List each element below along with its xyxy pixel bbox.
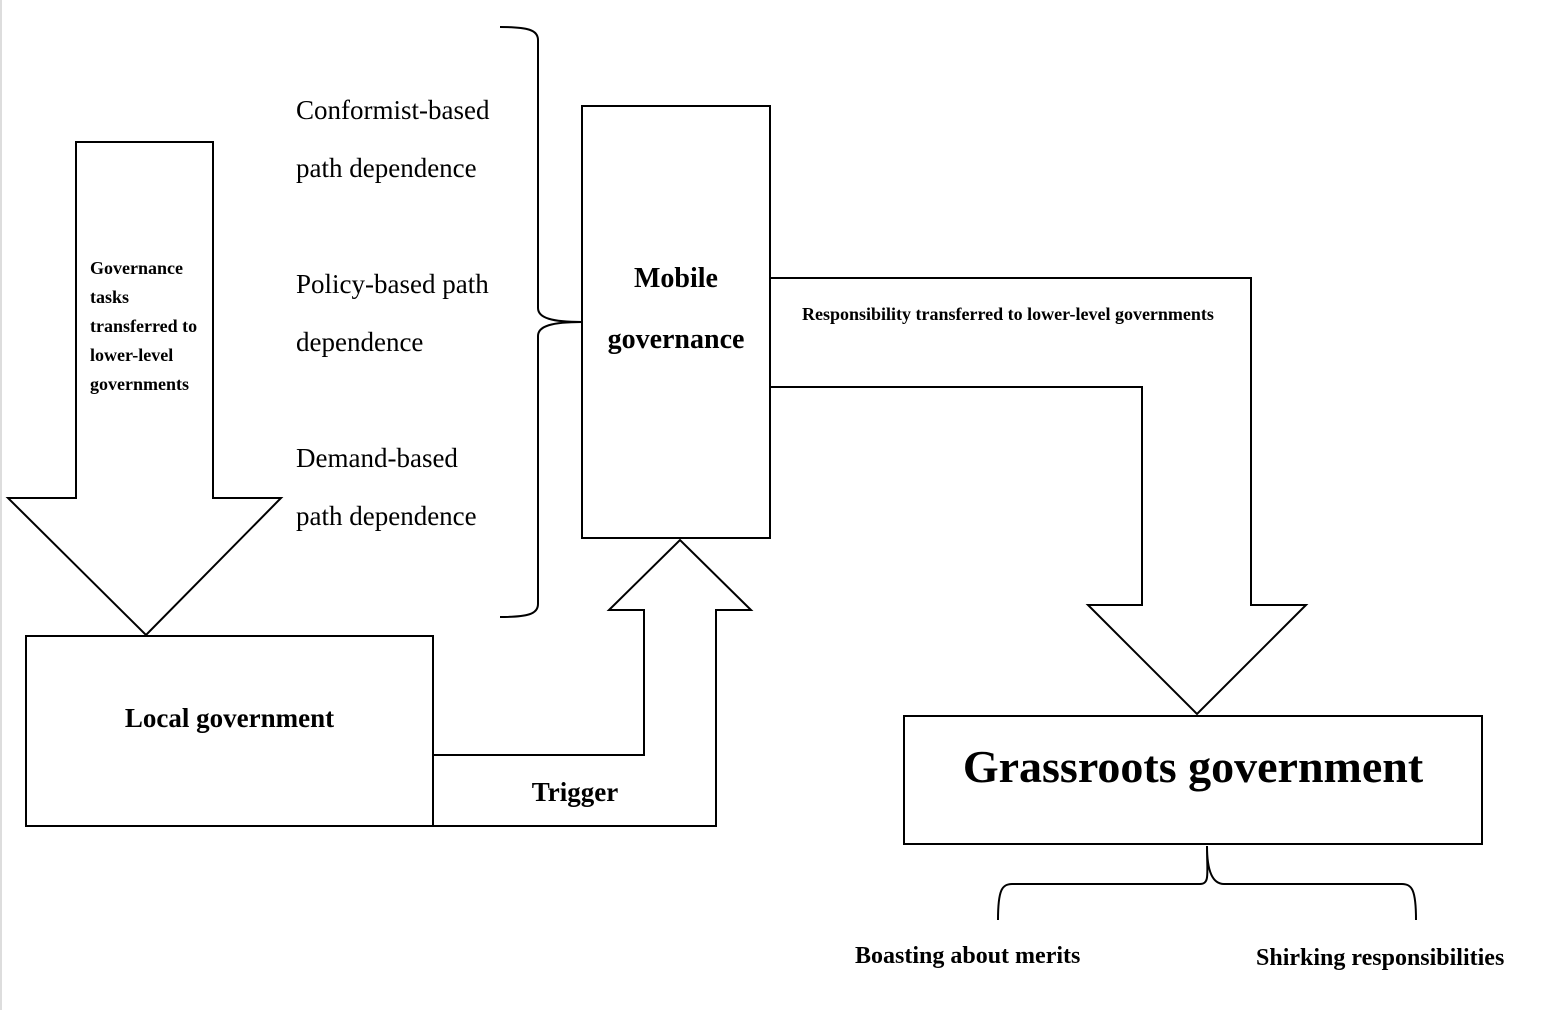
responsibility-bent-arrow: [769, 277, 1309, 716]
path-dependence-item-demand: Demand-based path dependence: [296, 429, 526, 545]
grassroots-government-label: Grassroots government: [962, 741, 1424, 792]
mobile-governance-label: Mobile governance: [607, 263, 745, 355]
path-dependence-item-line: path dependence: [296, 501, 477, 531]
responsibility-transferred-label: Responsibility transferred to lower-leve…: [802, 304, 1214, 324]
governance-tasks-label: Governance tasks transferred to lower-le…: [90, 258, 198, 394]
path-dependence-item-line: path dependence: [296, 153, 477, 183]
path-dependence-item-line: Demand-based: [296, 443, 458, 473]
local-government-box: [25, 635, 434, 827]
path-dependence-item-line: dependence: [296, 327, 424, 357]
grassroots-government-box: [903, 715, 1483, 845]
trigger-bent-arrow: [432, 538, 754, 827]
outcomes-brace: [997, 845, 1417, 921]
outcome-shirking-label: Shirking responsibilities: [1256, 945, 1505, 971]
path-dependence-item-line: Conformist-based: [296, 95, 490, 125]
path-dependence-item-line: Policy-based path: [296, 269, 489, 299]
mobile-governance-box: [581, 105, 771, 539]
trigger-label: Trigger: [531, 777, 619, 807]
path-dependence-item-policy: Policy-based path dependence: [296, 255, 526, 371]
outcome-boasting-label: Boasting about merits: [855, 943, 1081, 969]
local-government-label: Local government: [124, 703, 335, 733]
path-dependence-item-conformist: Conformist-based path dependence: [296, 81, 526, 197]
governance-tasks-down-arrow: [5, 141, 284, 637]
